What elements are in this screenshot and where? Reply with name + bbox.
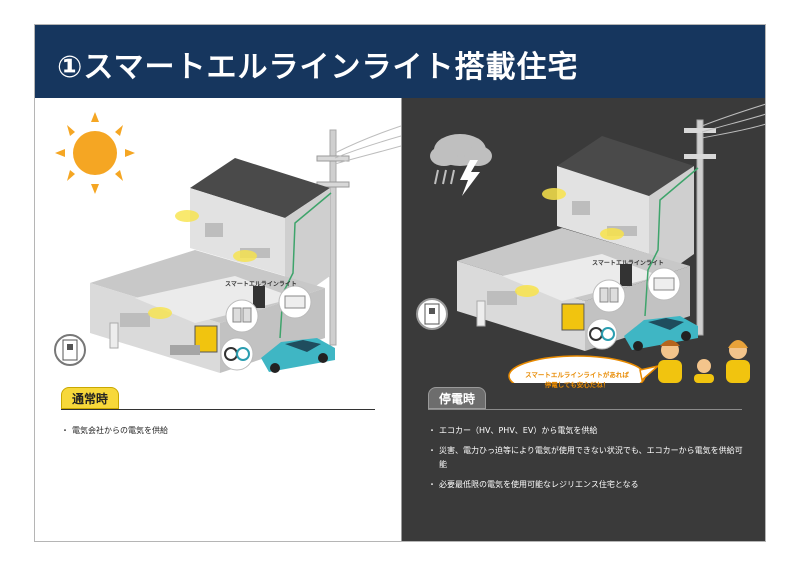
title-bar: ①スマートエルラインライト搭載住宅 (35, 25, 765, 98)
meter-icon (225, 299, 259, 333)
divider (428, 409, 742, 410)
car-icon (261, 338, 335, 373)
outage-bullet-list: エコカー（HV、PHV、EV）から電気を供給 災害、電力ひっ迫等により電気が使用… (428, 424, 750, 498)
list-item: エコカー（HV、PHV、EV）から電気を供給 (428, 424, 750, 438)
charger-icon (586, 318, 618, 350)
speech-bubble-text: スマートエルラインライトがあれば 停電しても安心だね！ (516, 370, 638, 390)
outage-scene (416, 103, 765, 383)
list-item: 必要最低限の電気を使用可能なレジリエンス住宅となる (428, 478, 750, 492)
charger-icon (220, 337, 254, 371)
normal-bullet-list: 電気会社からの電気を供給 (61, 424, 383, 444)
house-illustration (90, 158, 332, 373)
speech-bubble-line: 停電しても安心だね！ (544, 381, 610, 389)
house-label: スマートエルラインライト (592, 260, 664, 267)
thunderstorm-icon (430, 134, 492, 196)
speech-bubble-line: スマートエルラインライトがあれば (525, 371, 629, 379)
normal-badge: 通常時 (61, 387, 120, 409)
slide-frame: ①スマートエルラインライト搭載住宅 (34, 24, 766, 542)
utility-pole (684, 103, 765, 336)
list-item: 災害、電力ひっ迫等により電気が使用できない状況でも、エコカーから電気を供給可能 (428, 444, 750, 472)
normal-scene (54, 112, 401, 373)
wall-switch-icon (416, 298, 448, 330)
meter-icon (592, 279, 626, 313)
outage-badge: 停電時 (428, 387, 487, 409)
wall-switch-icon (54, 334, 86, 366)
outage-panel: スマートエルラインライト スマートエルラインライトがあれば 停電しても安心だね！… (401, 98, 765, 541)
house-illustration (457, 136, 699, 351)
normal-panel: スマートエルラインライト 通常時 電気会社からの電気を供給 (35, 98, 401, 541)
switch-icon (278, 285, 312, 319)
car-icon (624, 316, 698, 351)
speech-bubble (508, 355, 659, 383)
switch-icon (647, 267, 681, 301)
list-item: 電気会社からの電気を供給 (61, 424, 383, 438)
sun-icon (55, 112, 135, 194)
divider (61, 409, 375, 410)
page-title: ①スマートエルラインライト搭載住宅 (57, 50, 579, 85)
house-label: スマートエルラインライト (225, 281, 297, 288)
family-illustration (658, 340, 750, 383)
